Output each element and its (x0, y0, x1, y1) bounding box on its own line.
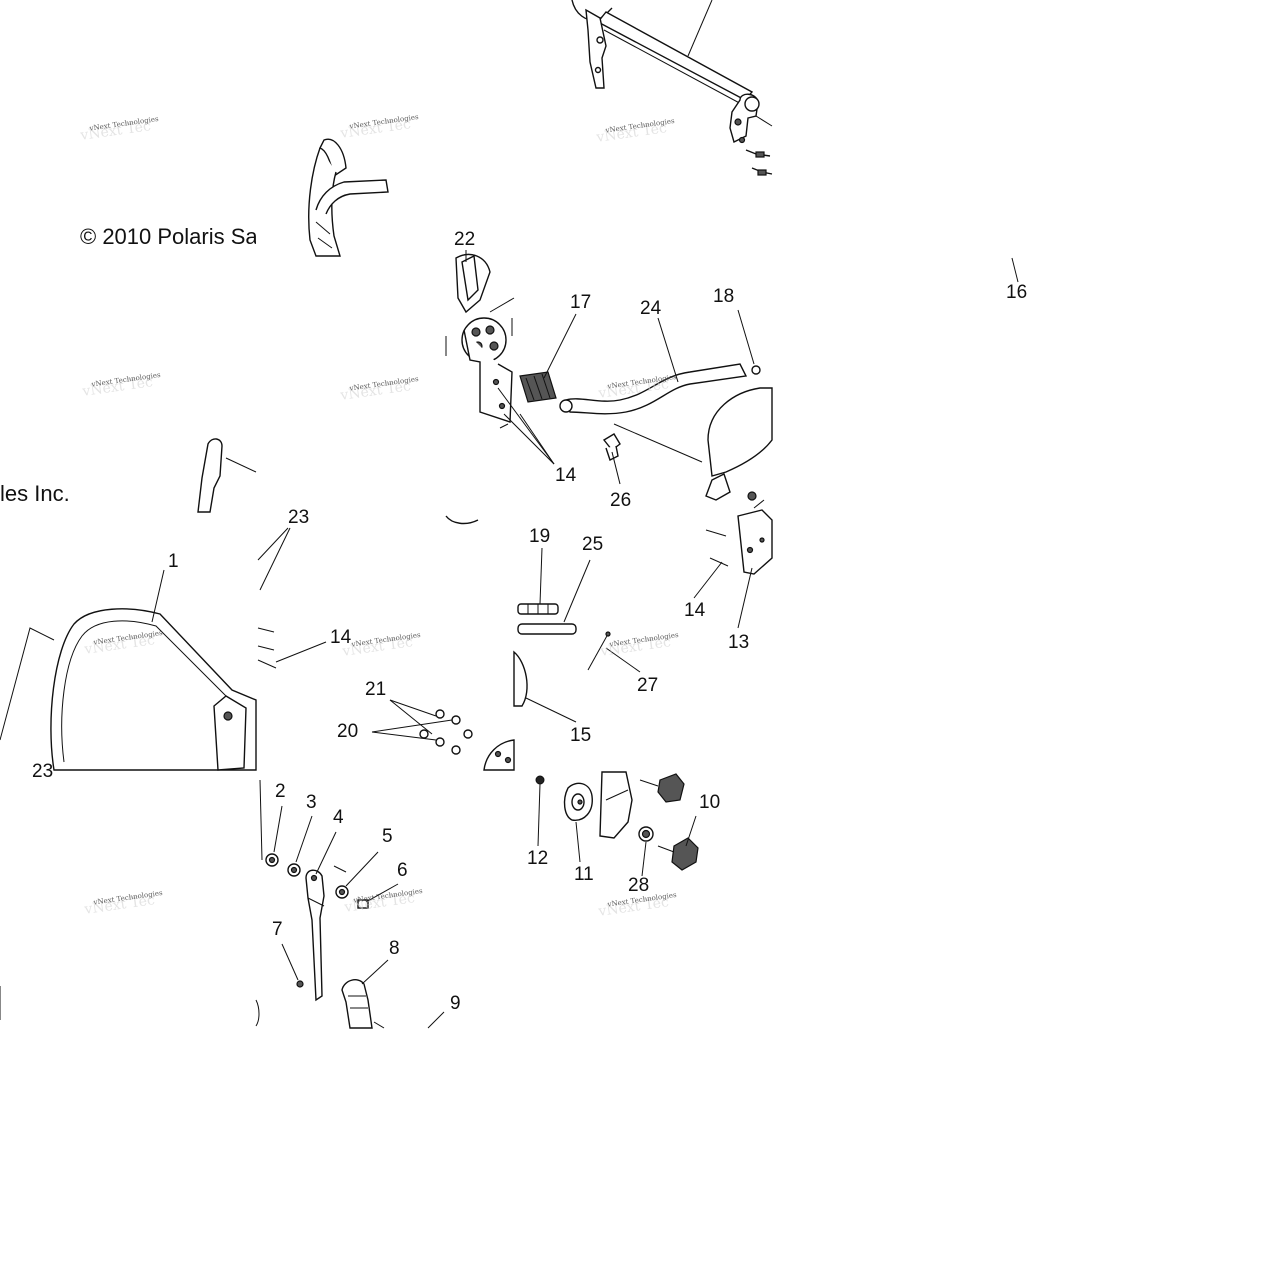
handlebar-mount-assembly (445, 253, 515, 429)
fastener (602, 433, 621, 461)
callout-4: 4 (333, 807, 344, 828)
callout-3: 3 (306, 792, 317, 813)
callout-5: 5 (382, 826, 393, 847)
copyright-text-left: © 2010 Polaris Sal (80, 224, 263, 249)
callout-27: 27 (637, 675, 658, 696)
callout-24: 24 (640, 298, 662, 319)
callout-28: 28 (628, 875, 649, 896)
callout-7: 7 (272, 919, 283, 940)
callout-17: 17 (570, 292, 591, 313)
callout-8: 8 (389, 938, 400, 959)
callout-25: 25 (582, 534, 603, 555)
upper-bar-assembly (571, 0, 773, 176)
callout-19: 19 (529, 526, 550, 547)
end-cap (751, 365, 761, 375)
handle-small (197, 438, 257, 513)
strap-assembly (255, 779, 385, 1029)
side-panel (613, 387, 773, 501)
leader-lines (151, 250, 1019, 1029)
knob-assembly (535, 771, 699, 871)
callout-12: 12 (527, 848, 548, 869)
callout-14-left: 14 (330, 627, 352, 648)
callout-14-right: 14 (684, 600, 706, 621)
callout-26: 26 (610, 490, 631, 511)
callout-labels: 1 2 3 4 5 6 7 8 9 10 11 12 13 14 14 14 1… (32, 229, 1027, 1014)
callout-2: 2 (275, 781, 286, 802)
callout-15: 15 (570, 725, 591, 746)
copyright-text-right: les Inc. (0, 481, 70, 506)
callout-10: 10 (699, 792, 720, 813)
callout-18: 18 (713, 286, 734, 307)
callout-9: 9 (450, 993, 461, 1014)
callout-16: 16 (1006, 282, 1027, 303)
callout-13: 13 (728, 632, 749, 653)
callout-21: 21 (365, 679, 386, 700)
callout-20: 20 (337, 721, 358, 742)
hardware-parts (419, 515, 611, 771)
callout-14-upper: 14 (555, 465, 577, 486)
callout-23-lower: 23 (32, 761, 53, 782)
callout-22: 22 (454, 229, 475, 250)
grab-handle-assembly (308, 138, 389, 257)
mounting-bracket (705, 499, 773, 575)
grip (519, 371, 557, 403)
callout-1: 1 (168, 551, 179, 572)
screws-left (257, 627, 327, 669)
callout-6: 6 (397, 860, 408, 881)
handlebar (559, 363, 748, 415)
backrest (0, 608, 257, 1020)
callout-11: 11 (574, 864, 594, 885)
callout-23-upper: 23 (288, 507, 309, 528)
